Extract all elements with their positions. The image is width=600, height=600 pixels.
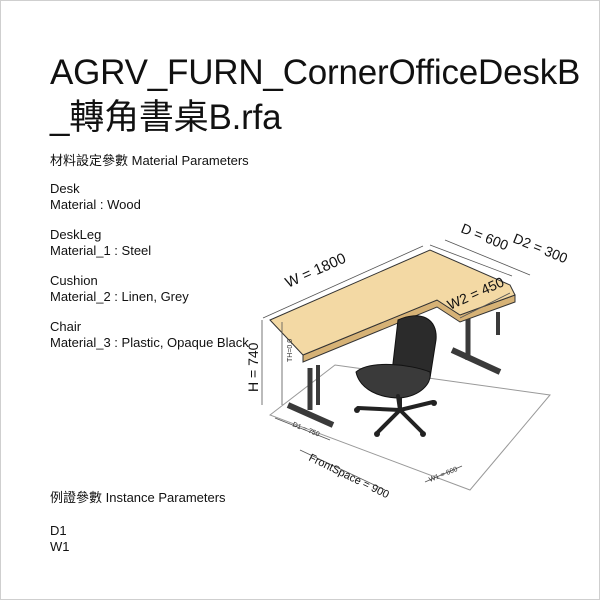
front-foot — [286, 402, 335, 428]
material-parameter-list: Desk Material : Wood DeskLeg Material_1 … — [50, 181, 249, 365]
dim-label-d1: D1 = 750 — [291, 421, 320, 438]
dim-line-w1 — [424, 465, 463, 483]
chair-seat — [355, 363, 431, 399]
chair-base-arm — [376, 408, 402, 434]
floor-clearance-outline — [268, 364, 551, 491]
dimension-lines — [261, 239, 531, 491]
param-group-name: Desk — [50, 181, 80, 196]
instance-parameter-list: D1 W1 — [50, 523, 70, 555]
office-chair — [354, 315, 437, 437]
chair-base-arm — [398, 400, 435, 412]
dim-label-w1: W1 = 600 — [428, 466, 459, 484]
family-title: AGRV_FURN_CornerOfficeDeskB _轉角書桌B.rfa — [50, 50, 590, 140]
chair-base-arm — [398, 408, 424, 434]
side-foot — [450, 347, 502, 375]
material-parameters-heading: 材料設定參數 Material Parameters — [50, 153, 249, 168]
param-group-name: Chair — [50, 319, 82, 334]
param-group-deskleg: DeskLeg Material_1 : Steel — [50, 227, 249, 259]
param-group-desk: Desk Material : Wood — [50, 181, 249, 213]
desk-top — [269, 249, 516, 356]
param-group-value: Material_3 : Plastic, Opaque Black — [50, 335, 249, 350]
dim-line-w — [262, 245, 424, 319]
chair-base-arm — [396, 394, 402, 412]
dim-label-frontspace: FrontSpace = 900 — [307, 452, 391, 501]
dim-line-d — [429, 244, 513, 277]
dim-line-w2 — [459, 292, 511, 319]
param-group-name: DeskLeg — [50, 227, 102, 242]
chair-caster — [420, 431, 426, 437]
instance-param-w1: W1 — [50, 539, 70, 554]
param-group-chair: Chair Material_3 : Plastic, Opaque Black — [50, 319, 249, 351]
instance-parameters-heading: 例證參數 Instance Parameters — [50, 490, 226, 505]
chair-caster — [354, 407, 360, 413]
chair-base-arm — [356, 406, 402, 412]
title-line-2: _轉角書桌B.rfa — [50, 98, 282, 137]
chair-casters — [354, 400, 437, 437]
param-group-value: Material_2 : Linen, Grey — [50, 289, 189, 304]
dim-label-d2: D2 = 300 — [511, 230, 570, 266]
dim-line-d1 — [274, 417, 331, 441]
desk-legs — [286, 312, 502, 428]
dim-label-d: D = 600 — [459, 220, 511, 253]
param-group-value: Material : Wood — [50, 197, 141, 212]
title-line-1: AGRV_FURN_CornerOfficeDeskB — [50, 53, 581, 92]
dim-line-frontspace — [299, 449, 386, 491]
instance-param-d1: D1 — [50, 523, 67, 538]
chair-caster — [431, 400, 437, 406]
param-group-value: Material_1 : Steel — [50, 243, 152, 258]
param-group-cushion: Cushion Material_2 : Linen, Grey — [50, 273, 249, 305]
chair-base — [356, 394, 435, 434]
dim-line-d2 — [444, 239, 531, 276]
dim-label-w: W = 1800 — [283, 250, 349, 292]
param-group-name: Cushion — [50, 273, 98, 288]
dim-label-h: H = 740 — [245, 342, 261, 392]
dim-label-th: TH=0.0 — [287, 339, 294, 362]
chair-caster — [374, 431, 380, 437]
